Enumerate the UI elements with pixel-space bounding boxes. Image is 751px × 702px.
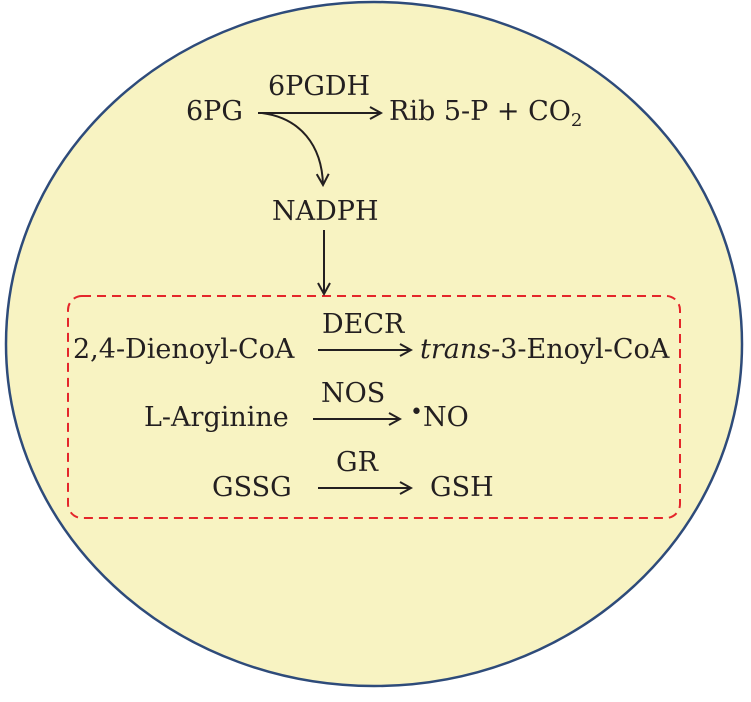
label-trans-enoyl-coa: trans-3-Enoyl-CoA bbox=[420, 334, 670, 365]
label-no-radical: •NO bbox=[410, 400, 469, 434]
label-rib5p-co2: Rib 5-P + CO2 bbox=[389, 96, 583, 131]
label-decr: DECR bbox=[322, 309, 405, 340]
label-6pg: 6PG bbox=[186, 96, 243, 127]
cell-circle bbox=[4, 0, 744, 688]
reaction-group-box bbox=[67, 295, 681, 519]
label-gr: GR bbox=[336, 447, 378, 478]
label-6pgdh: 6PGDH bbox=[268, 71, 371, 102]
label-dienoyl-coa: 2,4-Dienoyl-CoA bbox=[73, 334, 295, 365]
label-gsh: GSH bbox=[430, 472, 494, 503]
label-l-arginine: L-Arginine bbox=[144, 402, 289, 433]
label-gssg: GSSG bbox=[212, 472, 292, 503]
label-nadph: NADPH bbox=[272, 196, 379, 227]
arrow-nadph-branch bbox=[261, 112, 323, 185]
label-nos: NOS bbox=[321, 378, 386, 409]
